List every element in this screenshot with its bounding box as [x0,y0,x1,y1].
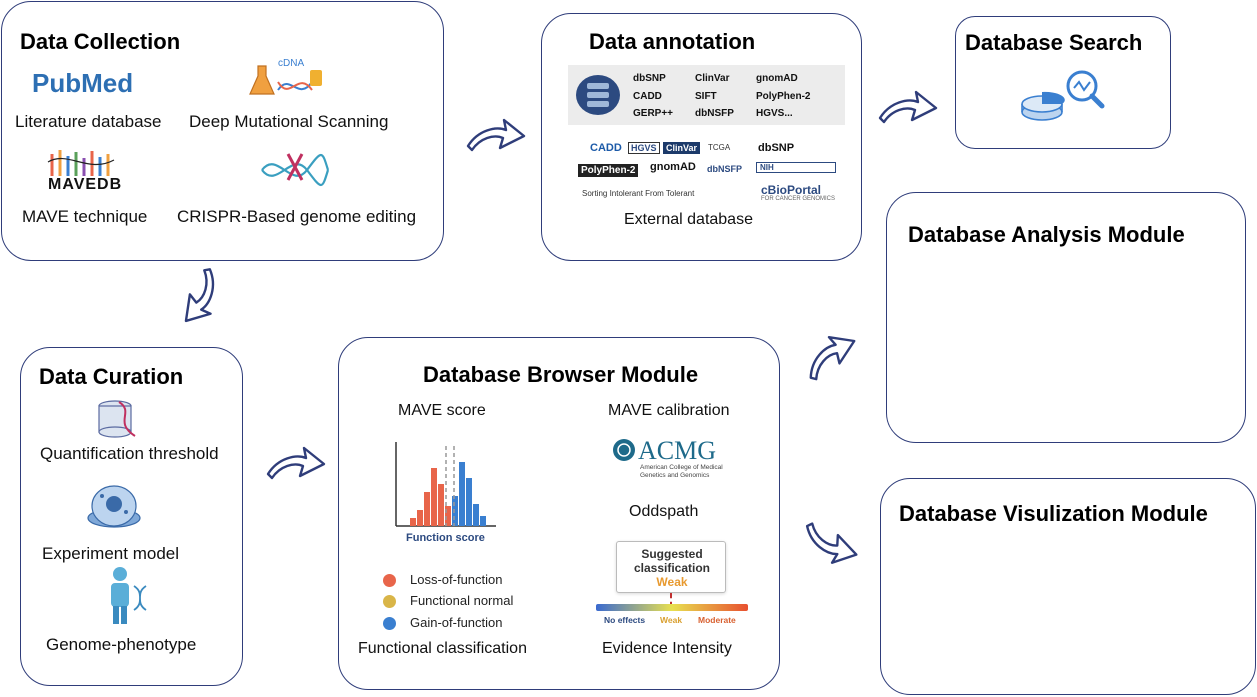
data-annotation-panel [541,13,862,261]
db-dbsnp: dbSNP [633,73,666,84]
flask-dna-icon: cDNA [249,58,330,102]
logo-gnomad: gnomAD [650,161,696,173]
mave-score-label: MAVE score [398,402,486,419]
loss-of-function-label: Loss-of-function [410,572,503,587]
arrow-browser-to-analysis [794,323,866,388]
literature-database-label: Literature database [15,112,162,131]
logo-polyphen2: PolyPhen-2 [578,164,639,177]
annotation-db-banner: dbSNP ClinVar gnomAD CADD SIFT PolyPhen-… [568,65,845,125]
evidence-scale-bar [596,604,748,611]
db-clinvar: ClinVar [695,73,730,84]
deep-mutational-scanning-label: Deep Mutational Scanning [189,112,389,131]
db-gnomad: gnomAD [756,73,798,84]
quantification-threshold-label: Quantification threshold [40,444,219,463]
experiment-model-label: Experiment model [42,544,180,563]
logo-cadd: CADD [590,142,622,154]
logo-tcga: TCGA [708,143,731,152]
functional-classification-label: Functional classification [358,640,527,657]
logo-sift: Sorting Intolerant From Tolerant [582,189,695,198]
database-browser-panel [338,337,780,690]
person-dna-icon [106,566,150,626]
logo-dbnsfp: dbNSFP [707,164,742,174]
database-search-title: Database Search [965,30,1143,55]
threshold-icon [95,398,139,440]
database-visualization-panel [880,478,1256,695]
scale-weak: Weak [660,615,683,625]
weak-classification: Weak [656,575,688,589]
evidence-scale-marker [670,593,672,607]
mavedb-logo: MAVEDB [47,148,121,194]
logo-dbsnp: dbSNP [758,142,795,154]
cell-model-icon [86,476,142,530]
arrow-collection-to-annotation [466,116,526,156]
function-score-label: Function score [406,532,485,544]
arrow-collection-to-curation [168,262,235,334]
database-browser-title: Database Browser Module [423,362,699,387]
loss-of-function-dot [383,574,396,587]
logo-hgvs: HGVS [628,142,660,154]
data-annotation-title: Data annotation [589,29,756,54]
database-icon [576,75,620,115]
mave-technique-label: MAVE technique [22,207,148,226]
mave-score-histogram [392,442,498,532]
arrow-annotation-to-search [878,88,938,128]
arrow-curation-to-browser [266,444,326,484]
arrow-browser-to-visualization [795,516,865,574]
db-polyphen2: PolyPhen-2 [756,91,811,102]
logo-clinvar: ClinVar [663,142,701,154]
acmg-text: ACMG [638,436,717,465]
mave-calibration-label: MAVE calibration [608,402,730,419]
data-collection-panel [1,1,444,261]
database-search-panel [955,16,1171,149]
crispr-genome-editing-label: CRISPR-Based genome editing [177,207,417,226]
data-collection-title: Data Collection [20,29,181,54]
data-curation-title: Data Curation [39,364,184,389]
database-analysis-title: Database Analysis Module [908,222,1185,247]
logo-cbioportal: cBioPortal [761,183,822,197]
database-analysis-panel [886,192,1246,443]
database-visualization-title: Database Visulization Module [899,501,1208,526]
genome-phenotype-label: Genome-phenotype [46,635,197,654]
acmg-sub2: Genetics and Genomics [640,472,710,479]
db-sift: SIFT [695,91,717,102]
functional-normal-label: Functional normal [410,593,514,608]
crispr-icon [261,150,330,190]
db-gerp: GERP++ [633,108,674,119]
pubmed-logo: PubMed [32,68,134,98]
gain-of-function-label: Gain-of-function [410,615,503,630]
scale-moderate: Moderate [698,615,736,625]
db-dbnsfp: dbNSFP [695,108,734,119]
cdna-tag: cDNA [278,58,305,69]
gain-of-function-dot [383,617,396,630]
acmg-logo: ACMG American College of Medical Genetic… [612,436,732,484]
acmg-sub1: American College of Medical [640,464,723,471]
logo-cbioportal-sub: FOR CANCER GENOMICS [761,196,836,202]
logo-nih: NIH [756,162,836,173]
suggested-classification-card: Suggested classification Weak [616,541,726,593]
functional-normal-dot [383,595,396,608]
external-database-label: External database [624,211,753,228]
scale-no-effects: No effects [604,615,646,625]
db-hgvs: HGVS... [756,108,793,119]
evidence-intensity-label: Evidence Intensity [602,640,732,657]
db-cadd: CADD [633,91,662,102]
oddspath-label: Oddspath [629,503,699,520]
analytics-search-icon [1020,68,1105,128]
